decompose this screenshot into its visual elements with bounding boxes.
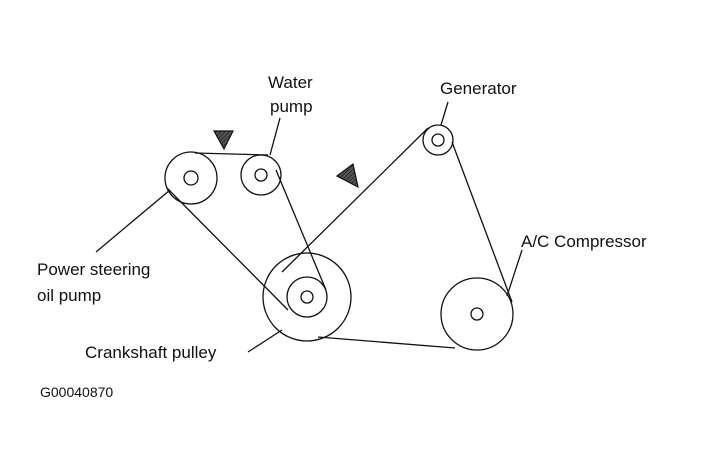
leader-generator	[441, 102, 448, 125]
leader-ac-compressor	[507, 250, 522, 296]
label-generator: Generator	[440, 79, 517, 98]
crankshaft-hub	[301, 291, 313, 303]
rotation-direction-arrow-icon	[335, 162, 359, 189]
ac-compressor-pulley	[441, 278, 513, 350]
water-pump-hub	[255, 169, 267, 181]
label-ac-compressor: A/C Compressor	[521, 232, 647, 251]
generator-hub	[432, 134, 444, 146]
generator-pulley	[423, 125, 453, 155]
ac-compressor-hub	[471, 308, 483, 320]
label-water-pump-line1: Water	[268, 73, 313, 92]
label-water-pump-line2: pump	[270, 97, 313, 116]
power-steering-pump-hub	[184, 171, 198, 185]
drive-belt	[167, 128, 512, 348]
crankshaft-pulley-inner	[287, 277, 327, 317]
crankshaft-pulley-outer	[263, 253, 351, 341]
water-pump-pulley	[241, 155, 281, 195]
label-power-steering-line2: oil pump	[37, 286, 102, 305]
rotation-direction-arrow-icon	[212, 130, 234, 151]
leader-crankshaft	[248, 330, 282, 352]
label-power-steering-line1: Power steering	[37, 260, 151, 279]
power-steering-pump-pulley	[165, 152, 217, 204]
label-crankshaft-pulley: Crankshaft pulley	[85, 343, 217, 362]
leader-power-steering	[96, 190, 170, 252]
figure-code: G00040870	[40, 384, 114, 400]
leader-water-pump	[270, 118, 280, 155]
